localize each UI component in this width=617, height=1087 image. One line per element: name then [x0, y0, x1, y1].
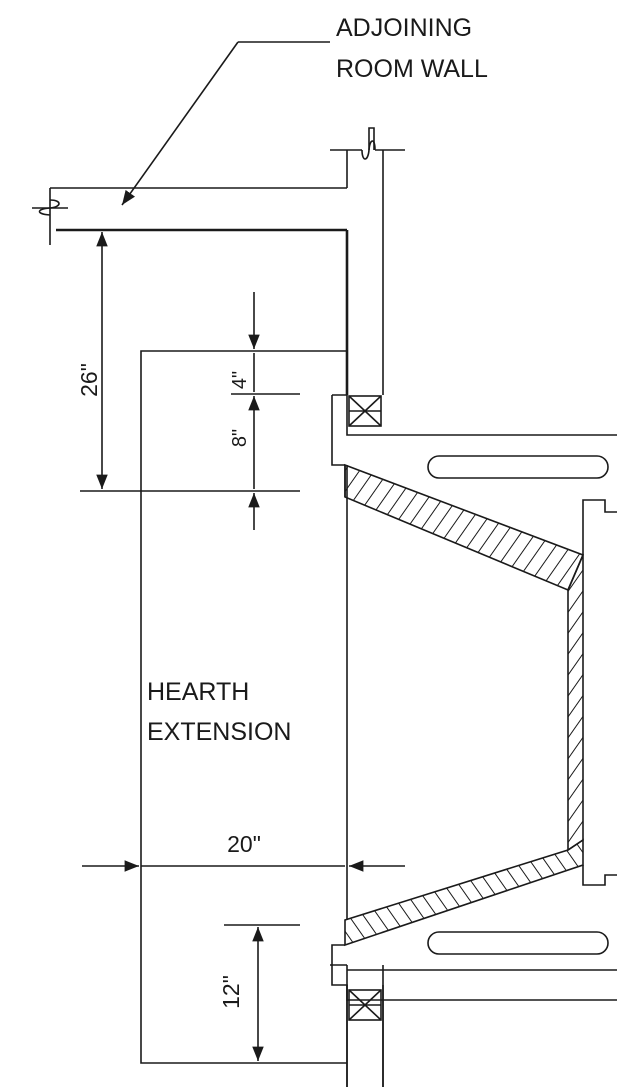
hearth-label-line1: HEARTH	[147, 678, 249, 706]
adjoining-room-wall	[32, 127, 405, 395]
dimension-4-label: 4"	[229, 371, 251, 389]
hearth-label-line2: EXTENSION	[147, 718, 291, 746]
firebox	[331, 394, 617, 1087]
wall-label-line1: ADJOINING	[336, 14, 472, 42]
wall-leader	[121, 41, 330, 206]
dimension-20-label: 20"	[227, 831, 261, 857]
dimension-4	[231, 292, 300, 395]
dimension-12	[224, 924, 300, 1061]
dimension-8-label: 8"	[229, 429, 251, 447]
lower-wall	[330, 964, 384, 1087]
hearth-extension	[140, 350, 347, 1064]
dimension-26	[80, 232, 300, 492]
wall-label-line2: ROOM WALL	[336, 55, 488, 83]
dimension-26-label: 26"	[76, 363, 102, 397]
dimension-12-label: 12"	[218, 975, 244, 1009]
